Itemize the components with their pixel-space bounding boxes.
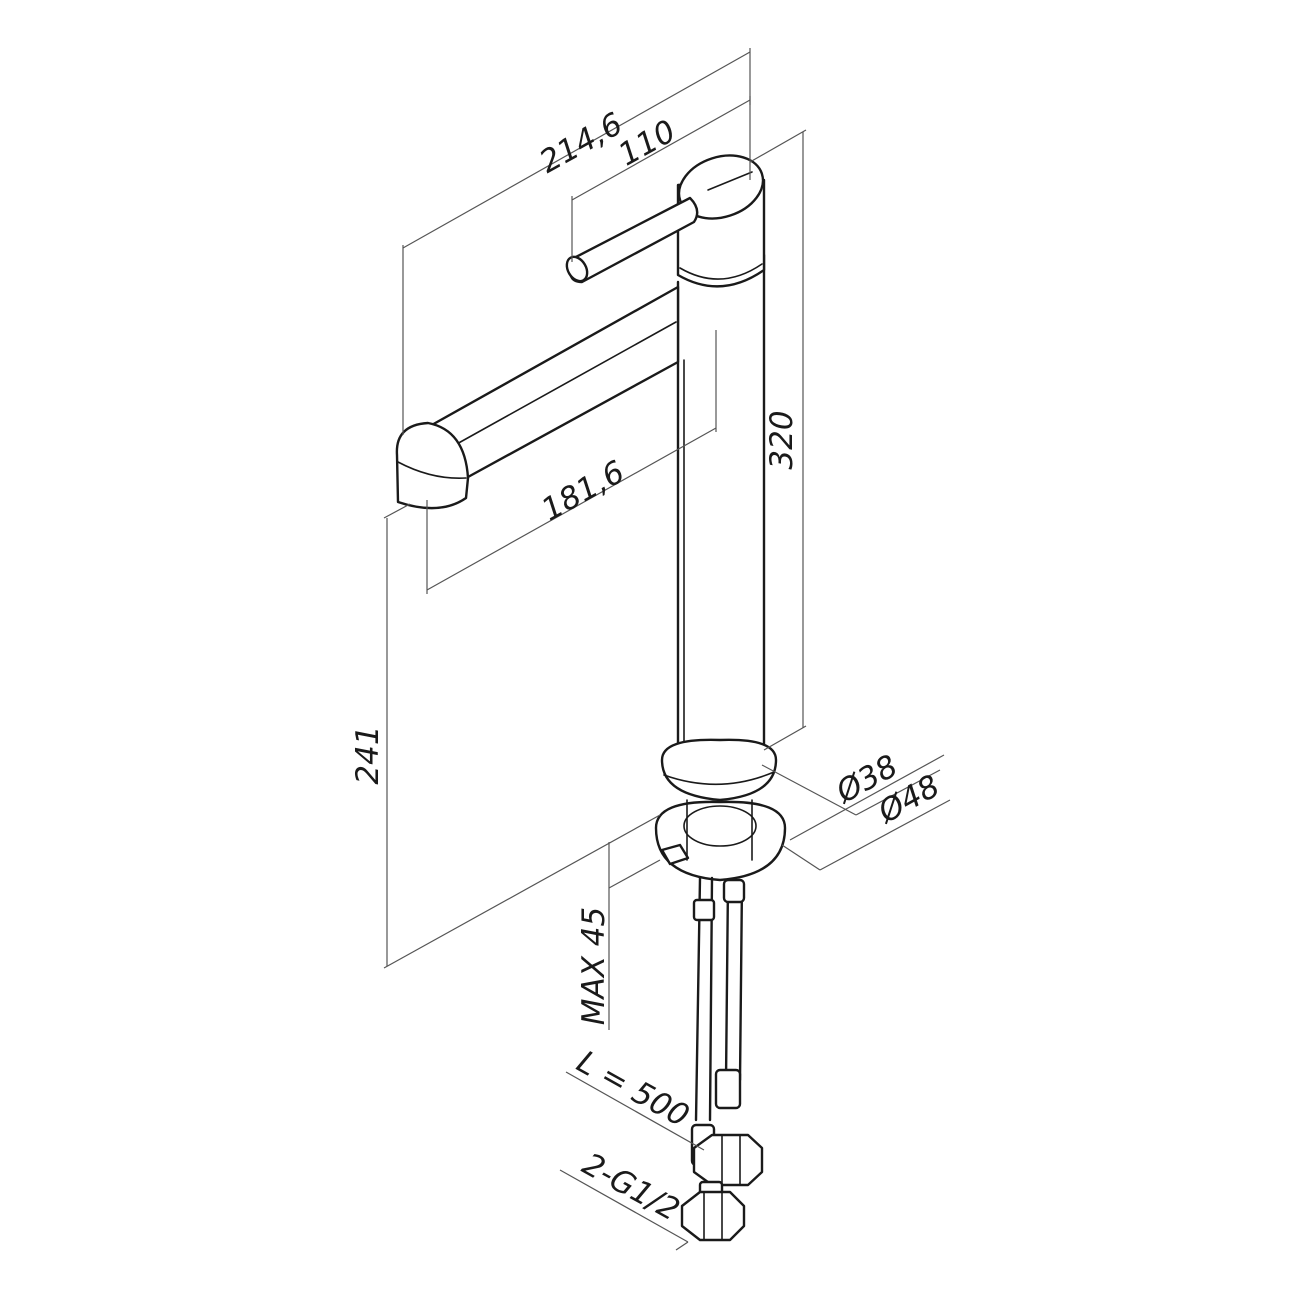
dim-110-line (571, 99, 751, 201)
mounting-plate (654, 800, 787, 882)
label-hose-length: L = 500 (571, 1044, 695, 1135)
faucet-body (395, 154, 787, 1242)
spout-arm (403, 285, 680, 479)
hose-crimp-left (692, 898, 716, 922)
dim-diameter-48-tick-2 (855, 769, 941, 816)
hose-right-a (724, 880, 730, 1082)
label-connection: 2-G1/2 (576, 1146, 685, 1228)
hose-crimp-right (714, 1068, 742, 1110)
dim-diameter-48-tick (819, 799, 951, 871)
dimension-lines (383, 48, 951, 1251)
dim-241-extension-bottom (383, 814, 661, 969)
dim-181-line (426, 427, 717, 591)
dim-320-extension-top (749, 129, 807, 163)
label-max-thickness: MAX 45 (576, 907, 612, 1026)
spout-arm-shade (454, 321, 677, 446)
faucet-column (676, 253, 766, 772)
mounting-nut (660, 843, 690, 866)
dim-214-line (402, 51, 751, 249)
dim-hose-length-line (565, 1071, 705, 1151)
spout-head (395, 421, 470, 510)
dim-connection-line (559, 1169, 689, 1243)
handle-top-mark (707, 171, 753, 191)
dim-diameter-38-line (761, 764, 857, 816)
handle-cap-top (677, 154, 765, 220)
dim-connection-tick (675, 1241, 689, 1251)
dim-diameter-38-tick (789, 754, 945, 841)
hose-fitting-right (722, 878, 746, 904)
mounting-plate-hole (683, 805, 757, 847)
label-body-height: 320 (764, 410, 800, 469)
handle-cap-ring (679, 263, 763, 280)
dim-max45-extension (608, 859, 661, 889)
hose-right-b (738, 880, 744, 1082)
label-spout-projection: 181,6 (536, 454, 631, 529)
dim-241-extension-top (383, 503, 411, 519)
label-spout-height: 241 (350, 725, 386, 784)
connection-nut-lower (680, 1190, 746, 1242)
label-lever-length: 110 (613, 113, 682, 173)
base-ring-upper-edge (663, 771, 775, 786)
spout-head-curve (397, 461, 467, 479)
connection-nut-upper (692, 1133, 764, 1187)
dim-320-extension-bottom (763, 725, 807, 751)
lever-handle-tip (565, 255, 589, 283)
dimension-labels: 214,6 110 181,6 320 241 Ø38 Ø48 MAX 45 L… (350, 106, 946, 1228)
base-ring-upper (660, 738, 778, 802)
dim-diameter-48-line (781, 844, 821, 871)
